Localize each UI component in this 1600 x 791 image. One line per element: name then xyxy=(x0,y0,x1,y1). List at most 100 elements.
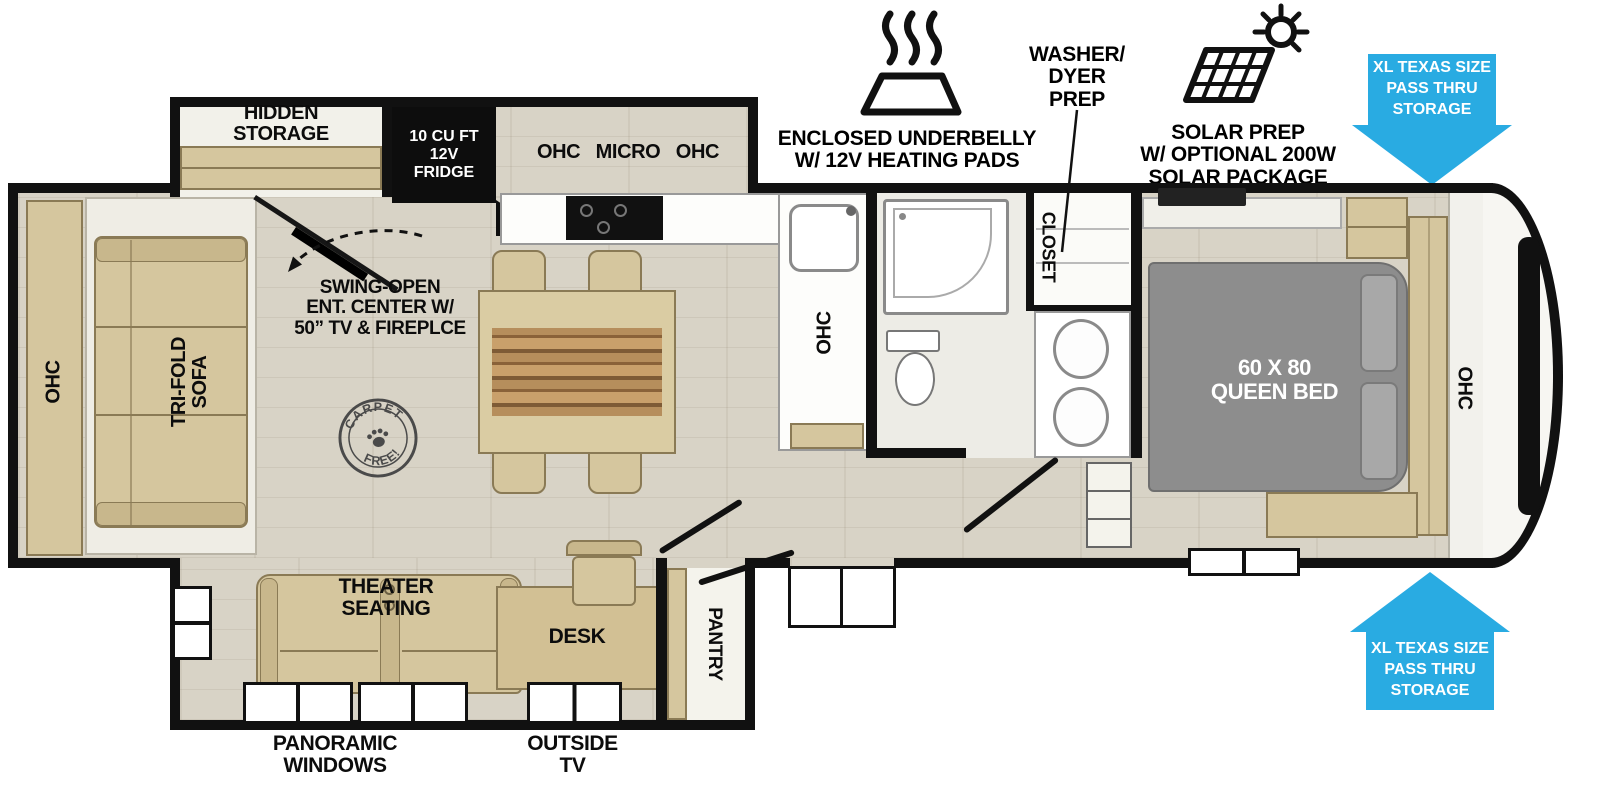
panoramic-windows-label: PANORAMIC WINDOWS xyxy=(240,732,430,778)
desk-chair-seat xyxy=(572,556,636,606)
kitchen-ohc-label: OHC MICRO OHC xyxy=(536,141,720,163)
arrow-head-down-icon xyxy=(1352,125,1512,185)
hidden-storage-line2: STORAGE xyxy=(233,123,329,146)
underbelly-callout: ENCLOSED UNDERBELLY W/ 12V HEATING PADS xyxy=(772,127,1042,173)
pantry-label: PANTRY xyxy=(703,607,725,681)
pass-thru-arrow-bottom: XL TEXAS SIZE PASS THRU STORAGE xyxy=(1350,572,1510,712)
outside-tv-label: OUTSIDE TV xyxy=(505,732,640,778)
outside-tv-line1: OUTSIDE xyxy=(527,732,618,755)
desk-label: DESK xyxy=(548,625,606,648)
panoramic-line1: PANORAMIC xyxy=(272,732,398,755)
table-runner xyxy=(492,328,662,416)
arrow-head-up-icon xyxy=(1350,572,1510,632)
hidden-storage-shelf-line xyxy=(182,167,380,169)
bed-pillow-1 xyxy=(1360,274,1398,372)
hidden-storage-label: HIDDEN STORAGE xyxy=(180,102,382,146)
fridge: 10 CU FT 12V FRIDGE xyxy=(392,107,496,203)
cupholder-2 xyxy=(384,600,395,611)
pass-thru-bottom-line1: XL TEXAS SIZE xyxy=(1371,640,1489,657)
sofa-label-line1: TRI-FOLD xyxy=(168,336,190,428)
swing-open-line1: SWING-OPEN xyxy=(319,277,441,298)
entry-steps-divider xyxy=(840,569,843,625)
pass-thru-top-line1: XL TEXAS SIZE xyxy=(1373,59,1491,76)
swing-open-label: SWING-OPEN ENT. CENTER W/ 50” TV & FIREP… xyxy=(280,277,480,339)
pass-thru-arrow-top: XL TEXAS SIZE PASS THRU STORAGE xyxy=(1352,54,1512,186)
closet-shelf-line-1 xyxy=(1036,228,1129,230)
fridge-line3: FRIDGE xyxy=(413,163,475,181)
bed-label-line1: 60 X 80 xyxy=(1237,355,1312,380)
outside-tv-window xyxy=(527,682,622,724)
sofa-label: TRI-FOLD SOFA xyxy=(168,336,211,428)
washer-line3: PREP xyxy=(1049,87,1105,111)
solar-panel-icon xyxy=(1183,3,1310,103)
cooktop-burner-2 xyxy=(614,204,627,217)
shower-drain xyxy=(899,213,906,220)
vanity-sink-2 xyxy=(1053,387,1109,447)
cooktop-burner-1 xyxy=(580,204,593,217)
pass-thru-top-body: XL TEXAS SIZE PASS THRU STORAGE xyxy=(1368,54,1496,125)
solar-line1: SOLAR PREP xyxy=(1171,121,1305,144)
cupholder-1 xyxy=(384,584,395,595)
underbelly-line1: ENCLOSED UNDERBELLY xyxy=(777,127,1037,150)
bedroom-steps xyxy=(1086,462,1132,548)
sofa-cushion-line-1 xyxy=(96,326,246,328)
corner-cabinet-line xyxy=(1348,226,1406,228)
panoramic-window-2 xyxy=(358,682,468,724)
swing-open-line3: 50” TV & FIREPLCE xyxy=(294,317,466,339)
sofa-armrest-bottom xyxy=(96,502,246,526)
bathroom-wall-left xyxy=(866,193,877,458)
fridge-line2: 12V xyxy=(429,146,459,164)
desk-chair-back xyxy=(566,540,642,556)
sofa-armrest-top xyxy=(96,238,246,262)
washer-line2: DYER xyxy=(1048,65,1106,89)
bed-pillow-2 xyxy=(1360,382,1398,480)
closet-wall-bottom xyxy=(1034,305,1131,311)
solar-line2: W/ OPTIONAL 200W xyxy=(1140,143,1336,167)
theater-label-line1: THEATER xyxy=(338,575,434,598)
entry-opening xyxy=(790,558,894,568)
washer-line1: WASHER/ xyxy=(1029,43,1125,66)
bathroom-wall-bottom-left xyxy=(866,448,966,458)
theater-seat-line-1 xyxy=(280,650,378,652)
paw-print-icon xyxy=(367,428,389,447)
bedroom-bottom-window xyxy=(1188,548,1300,576)
outside-tv-line2: TV xyxy=(559,754,586,778)
dining-chair-2 xyxy=(588,250,642,296)
panoramic-window-1 xyxy=(243,682,353,724)
bed-foot-bench xyxy=(1266,492,1418,538)
bed-label: 60 X 80 QUEEN BED xyxy=(1172,356,1377,403)
pass-thru-bottom-body: XL TEXAS SIZE PASS THRU STORAGE xyxy=(1366,632,1494,710)
rear-ohc-cabinet xyxy=(26,200,83,556)
hidden-storage-line1: HIDDEN xyxy=(243,102,319,124)
tri-fold-sofa xyxy=(94,236,248,528)
pass-thru-top-line2: PASS THRU xyxy=(1386,80,1478,97)
wardrobe-line xyxy=(1428,218,1430,534)
pantry-wall xyxy=(656,558,667,730)
pass-thru-bottom-line3: STORAGE xyxy=(1390,682,1470,699)
sofa-back-line xyxy=(130,240,132,526)
carpet-free-badge: CARPET FREE! xyxy=(338,394,418,478)
dining-chair-3 xyxy=(492,448,546,494)
washer-dryer-callout: WASHER/ DYER PREP xyxy=(1012,43,1142,111)
vanity-sink-1 xyxy=(1053,319,1109,379)
toilet-tank xyxy=(886,330,940,352)
pass-thru-bottom-line2: PASS THRU xyxy=(1384,661,1476,678)
bedroom-ohc-label: OHC xyxy=(1453,366,1476,410)
bedroom-step-line-1 xyxy=(1088,490,1130,492)
sofa-label-line2: SOFA xyxy=(189,355,211,409)
bedroom-ohc-cabinet xyxy=(1448,193,1483,558)
island-ohc-label: OHC xyxy=(813,311,836,355)
closet-wall-left xyxy=(1026,193,1034,311)
solar-callout: SOLAR PREP W/ OPTIONAL 200W SOLAR PACKAG… xyxy=(1138,121,1338,189)
closet xyxy=(1034,193,1131,305)
swing-open-line2: ENT. CENTER W/ xyxy=(306,297,454,319)
pantry-shelf xyxy=(667,568,687,720)
panoramic-line2: WINDOWS xyxy=(283,754,387,778)
kitchen-sink xyxy=(789,204,859,272)
rear-ohc-label: OHC xyxy=(42,360,65,404)
bedroom-corner-cabinet xyxy=(1346,197,1408,259)
toilet-bowl xyxy=(895,352,935,406)
slide-left-window xyxy=(172,586,212,660)
bedroom-front-window xyxy=(1158,188,1246,206)
carpet-badge-bottom-text: FREE! xyxy=(359,444,405,472)
